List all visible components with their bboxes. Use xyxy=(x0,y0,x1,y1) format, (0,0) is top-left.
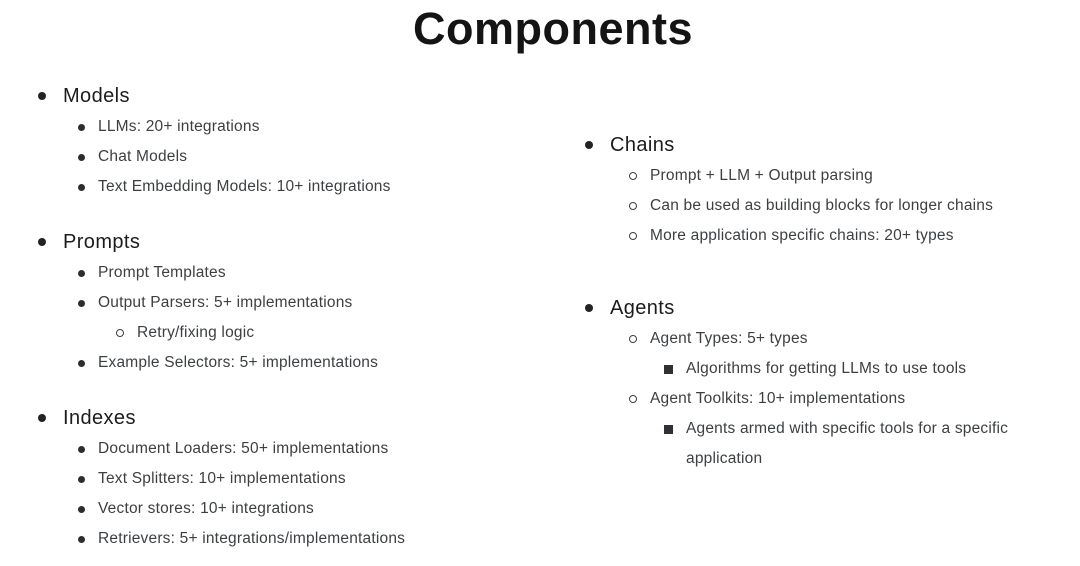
filled-bullet-icon xyxy=(585,141,593,149)
page-title: Components xyxy=(413,3,693,54)
list-item-text: Output Parsers: 5+ implementations xyxy=(98,294,353,311)
open-circle-bullet-icon xyxy=(629,232,637,240)
list-item: Retry/fixing logic xyxy=(38,318,543,348)
list-item: Agents armed with specific tools for a s… xyxy=(585,414,1063,474)
filled-bullet-icon xyxy=(78,536,85,543)
list-item-text: Agent Types: 5+ types xyxy=(650,330,808,347)
filled-bullet-icon xyxy=(38,92,46,100)
list-item: Text Splitters: 10+ implementations xyxy=(38,464,543,494)
open-circle-bullet-icon xyxy=(116,329,124,337)
list-item: Example Selectors: 5+ implementations xyxy=(38,348,543,378)
list-item-text: Text Splitters: 10+ implementations xyxy=(98,470,346,487)
list-item-text: Can be used as building blocks for longe… xyxy=(650,197,994,214)
section-heading: Chains xyxy=(585,131,1063,159)
filled-bullet-icon xyxy=(585,304,593,312)
list-item: Prompt Templates xyxy=(38,258,543,288)
list-item: Document Loaders: 50+ implementations xyxy=(38,434,543,464)
section-heading-label: Models xyxy=(63,84,130,107)
section-heading-label: Indexes xyxy=(63,406,136,429)
title-container: Components xyxy=(0,0,1080,58)
list-item: Text Embedding Models: 10+ integrations xyxy=(38,172,543,202)
section-heading-label: Prompts xyxy=(63,230,141,253)
filled-bullet-icon xyxy=(78,154,85,161)
list-item-text: LLMs: 20+ integrations xyxy=(98,118,260,135)
list-item: Chat Models xyxy=(38,142,543,172)
list-item: Output Parsers: 5+ implementations xyxy=(38,288,543,318)
list-item-text: Agent Toolkits: 10+ implementations xyxy=(650,390,906,407)
list-item-text: Agents armed with specific tools for a s… xyxy=(686,420,1009,467)
section-heading: Agents xyxy=(585,294,1063,322)
section-heading: Models xyxy=(38,82,543,110)
list-item: Agent Toolkits: 10+ implementations xyxy=(585,384,1063,414)
open-circle-bullet-icon xyxy=(629,335,637,343)
filled-bullet-icon xyxy=(78,300,85,307)
list-item: Vector stores: 10+ integrations xyxy=(38,494,543,524)
list-item-text: Example Selectors: 5+ implementations xyxy=(98,354,379,371)
filled-bullet-icon xyxy=(38,238,46,246)
filled-bullet-icon xyxy=(78,270,85,277)
list-item-text: Vector stores: 10+ integrations xyxy=(98,500,315,517)
filled-bullet-icon xyxy=(78,124,85,131)
list-item-text: Prompt Templates xyxy=(98,264,226,281)
list-item-text: Document Loaders: 50+ implementations xyxy=(98,440,389,457)
square-bullet-icon xyxy=(664,365,673,374)
list-item: Prompt + LLM + Output parsing xyxy=(585,161,1063,191)
list-item: Algorithms for getting LLMs to use tools xyxy=(585,354,1063,384)
filled-bullet-icon xyxy=(78,446,85,453)
list-item: More application specific chains: 20+ ty… xyxy=(585,221,1063,251)
list-item-text: Algorithms for getting LLMs to use tools xyxy=(686,360,967,377)
list-item: Agent Types: 5+ types xyxy=(585,324,1063,354)
list-item-text: Retrievers: 5+ integrations/implementati… xyxy=(98,530,406,547)
list-item: Can be used as building blocks for longe… xyxy=(585,191,1063,221)
list-item-text: Retry/fixing logic xyxy=(137,324,255,341)
filled-bullet-icon xyxy=(78,184,85,191)
list-item-text: Prompt + LLM + Output parsing xyxy=(650,167,873,184)
section-heading-label: Agents xyxy=(610,296,675,319)
filled-bullet-icon xyxy=(78,360,85,367)
section-heading-label: Chains xyxy=(610,133,675,156)
filled-bullet-icon xyxy=(78,506,85,513)
open-circle-bullet-icon xyxy=(629,172,637,180)
square-bullet-icon xyxy=(664,425,673,434)
open-circle-bullet-icon xyxy=(629,395,637,403)
list-item: LLMs: 20+ integrations xyxy=(38,112,543,142)
list-item-text: More application specific chains: 20+ ty… xyxy=(650,227,954,244)
list-item-text: Chat Models xyxy=(98,148,188,165)
filled-bullet-icon xyxy=(78,476,85,483)
filled-bullet-icon xyxy=(38,414,46,422)
section-heading: Prompts xyxy=(38,228,543,256)
section-heading: Indexes xyxy=(38,404,543,432)
list-item-text: Text Embedding Models: 10+ integrations xyxy=(98,178,391,195)
list-item: Retrievers: 5+ integrations/implementati… xyxy=(38,524,543,554)
open-circle-bullet-icon xyxy=(629,202,637,210)
